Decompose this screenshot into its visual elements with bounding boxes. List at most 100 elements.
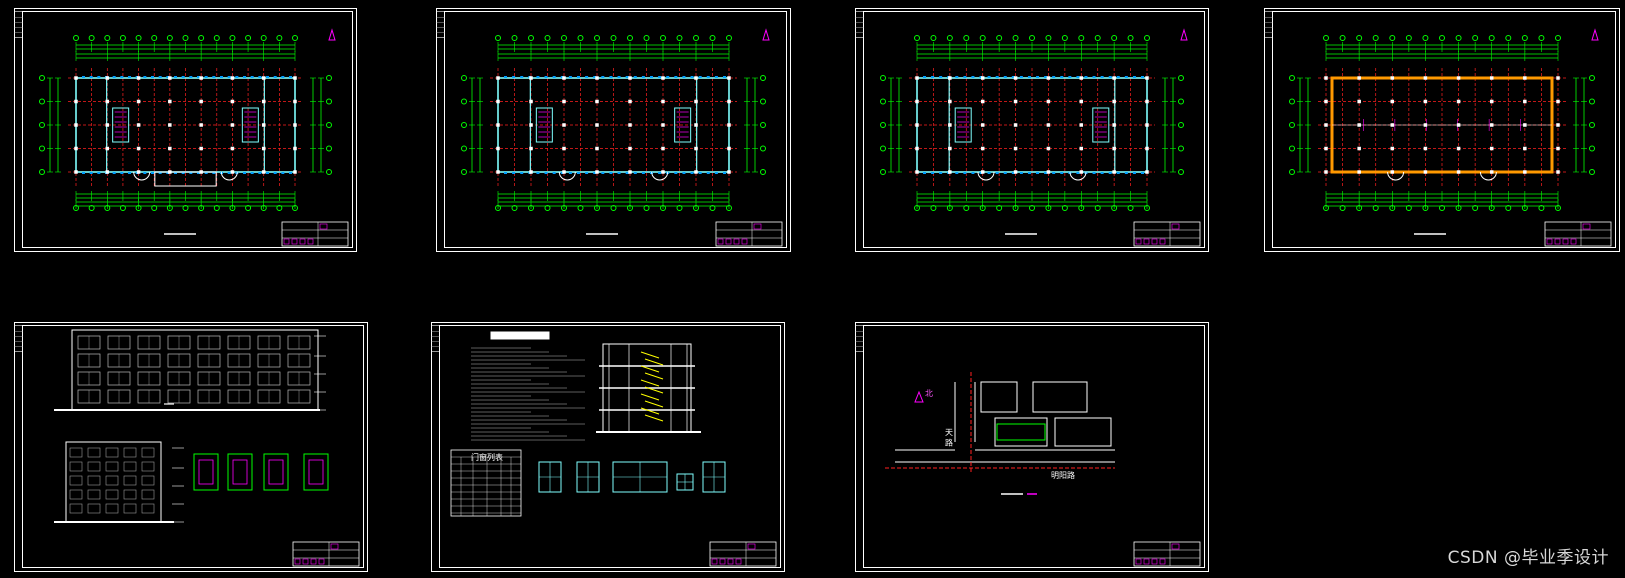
column — [980, 123, 985, 127]
column — [1523, 146, 1527, 151]
column — [293, 76, 297, 80]
title-block-stamp — [727, 558, 734, 565]
axis-bubble — [709, 205, 716, 211]
column — [293, 99, 297, 104]
elevation-window — [87, 503, 101, 514]
elevation-window — [141, 447, 155, 458]
title-block — [1133, 541, 1201, 567]
axis-bubble — [1012, 35, 1019, 41]
column — [496, 170, 500, 174]
axis-bubble — [760, 169, 766, 175]
binding-strip — [1264, 11, 1273, 38]
column — [980, 99, 985, 104]
axis-bubble — [461, 169, 467, 175]
sheet-inner-border — [22, 11, 353, 248]
axis-bubble — [1061, 35, 1068, 41]
column — [74, 146, 78, 151]
binding-strip — [855, 325, 864, 352]
sheet-floor-plan-1[interactable] — [14, 8, 357, 252]
sheet-floor-plan-2[interactable] — [436, 8, 791, 252]
title-block-stamp — [318, 558, 325, 565]
bay-window — [1387, 171, 1405, 181]
column — [1046, 99, 1051, 104]
axis-bubble — [528, 35, 534, 41]
column — [628, 170, 632, 174]
city-block — [980, 381, 1018, 413]
column — [1489, 146, 1494, 151]
axis-bubble — [577, 35, 584, 41]
column — [1456, 123, 1461, 127]
column — [1556, 123, 1560, 127]
axis-bubble — [1029, 35, 1035, 41]
axis-bubble — [930, 205, 937, 211]
column — [1423, 123, 1428, 127]
elevation-window — [123, 461, 137, 472]
elevation-window — [69, 475, 83, 486]
axis-bubble — [1289, 122, 1295, 128]
elevation-window — [87, 461, 101, 472]
elevation-window — [69, 447, 83, 458]
axis-bubble — [946, 35, 953, 41]
axis-bubble — [1144, 35, 1150, 41]
column — [562, 76, 566, 80]
sheet-inner-border — [22, 325, 364, 568]
column — [529, 76, 533, 80]
axis-bubble — [1389, 35, 1396, 41]
north-arrow — [1180, 28, 1188, 41]
sheet-floor-plan-3[interactable] — [855, 8, 1209, 252]
column — [562, 170, 566, 174]
stair-section — [640, 351, 660, 359]
axis-bubble — [1029, 205, 1035, 211]
detail-window — [227, 453, 253, 491]
axis-bubble — [1589, 169, 1595, 175]
column — [168, 99, 172, 104]
column — [1357, 146, 1361, 151]
sheet-section-schedule[interactable]: 门窗列表 — [431, 322, 785, 572]
watermark: CSDN @毕业季设计 — [1447, 548, 1609, 568]
column — [1357, 99, 1361, 104]
column — [168, 76, 172, 80]
sheet-site-plan[interactable]: 天 路 明阳路 北 — [855, 322, 1209, 572]
column — [694, 123, 698, 127]
axis-bubble — [914, 35, 920, 41]
drawing-elevations — [14, 322, 368, 572]
north-arrow — [762, 28, 770, 41]
sheet-elevations[interactable] — [14, 322, 368, 572]
site-building — [996, 423, 1046, 441]
column — [595, 99, 599, 104]
column — [1523, 76, 1527, 80]
axis-bubble — [1405, 205, 1412, 211]
column — [496, 76, 500, 80]
column — [1324, 99, 1328, 104]
column — [168, 170, 172, 174]
axis-bubble — [693, 35, 699, 41]
sheet-roof-plan[interactable] — [1264, 8, 1620, 252]
elevation-window — [69, 489, 83, 500]
sheet-outer-border — [436, 8, 791, 252]
title-block-stamp — [307, 238, 314, 245]
column — [529, 146, 533, 151]
axis-bubble — [1589, 98, 1595, 105]
column — [529, 99, 533, 104]
stair-section — [640, 393, 660, 401]
column — [727, 146, 731, 151]
city-block — [1032, 381, 1088, 413]
column — [1112, 123, 1116, 127]
column — [230, 170, 235, 174]
north-label: 北 — [925, 389, 933, 398]
column — [230, 99, 235, 104]
column — [1423, 76, 1428, 80]
axis-bubble — [1589, 145, 1595, 152]
column — [595, 123, 599, 127]
axis-bubble — [1589, 75, 1595, 81]
stair-section — [640, 407, 660, 415]
column — [105, 99, 110, 104]
column — [1079, 99, 1084, 104]
axis-bubble — [676, 205, 683, 211]
title-block-stamp — [1159, 558, 1166, 565]
column — [199, 123, 203, 127]
axis-bubble — [511, 35, 518, 41]
axis-bubble — [1127, 205, 1134, 211]
axis-bubble — [326, 98, 332, 105]
axis-bubble — [182, 35, 189, 41]
